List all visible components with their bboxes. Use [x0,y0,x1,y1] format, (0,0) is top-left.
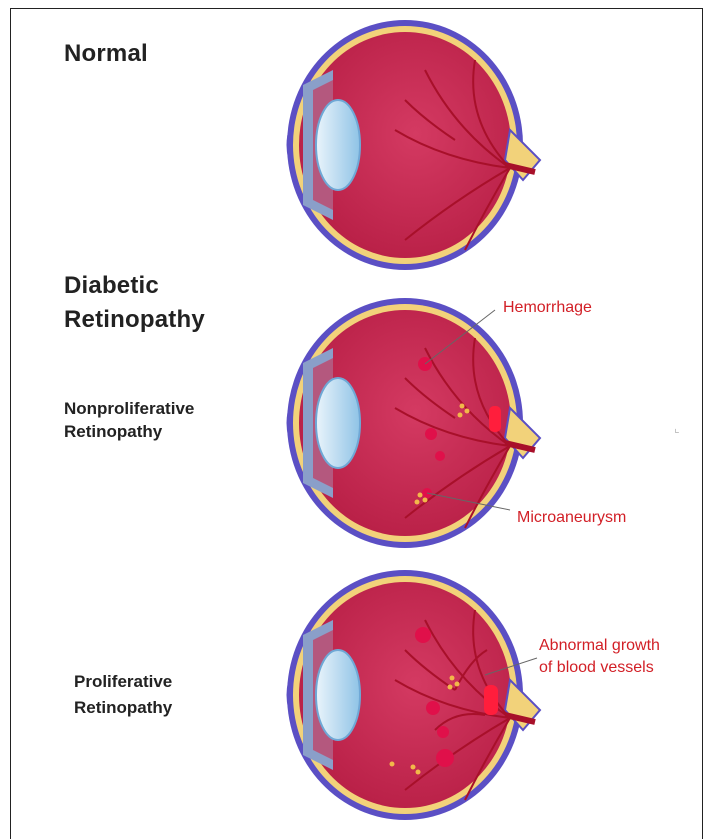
proliferative-label-line2: Retinopathy [74,697,172,719]
proliferative-label-line1: Proliferative [74,671,172,693]
nonproliferative-label-line2: Retinopathy [64,421,162,443]
normal-eye-illustration [255,10,555,280]
diabetic-title-line2: Retinopathy [64,306,205,334]
normal-title: Normal [64,40,148,68]
diabetic-title-line1: Diabetic [64,272,159,300]
abnormal-growth-callout-line1: Abnormal growth [539,636,660,656]
nonproliferative-label-line1: Nonproliferative [64,398,194,420]
proliferative-eye-illustration [255,560,555,830]
nonproliferative-eye-illustration [255,288,555,558]
abnormal-growth-callout-line2: of blood vessels [539,658,654,678]
stray-mark: ⌞ [674,421,680,435]
